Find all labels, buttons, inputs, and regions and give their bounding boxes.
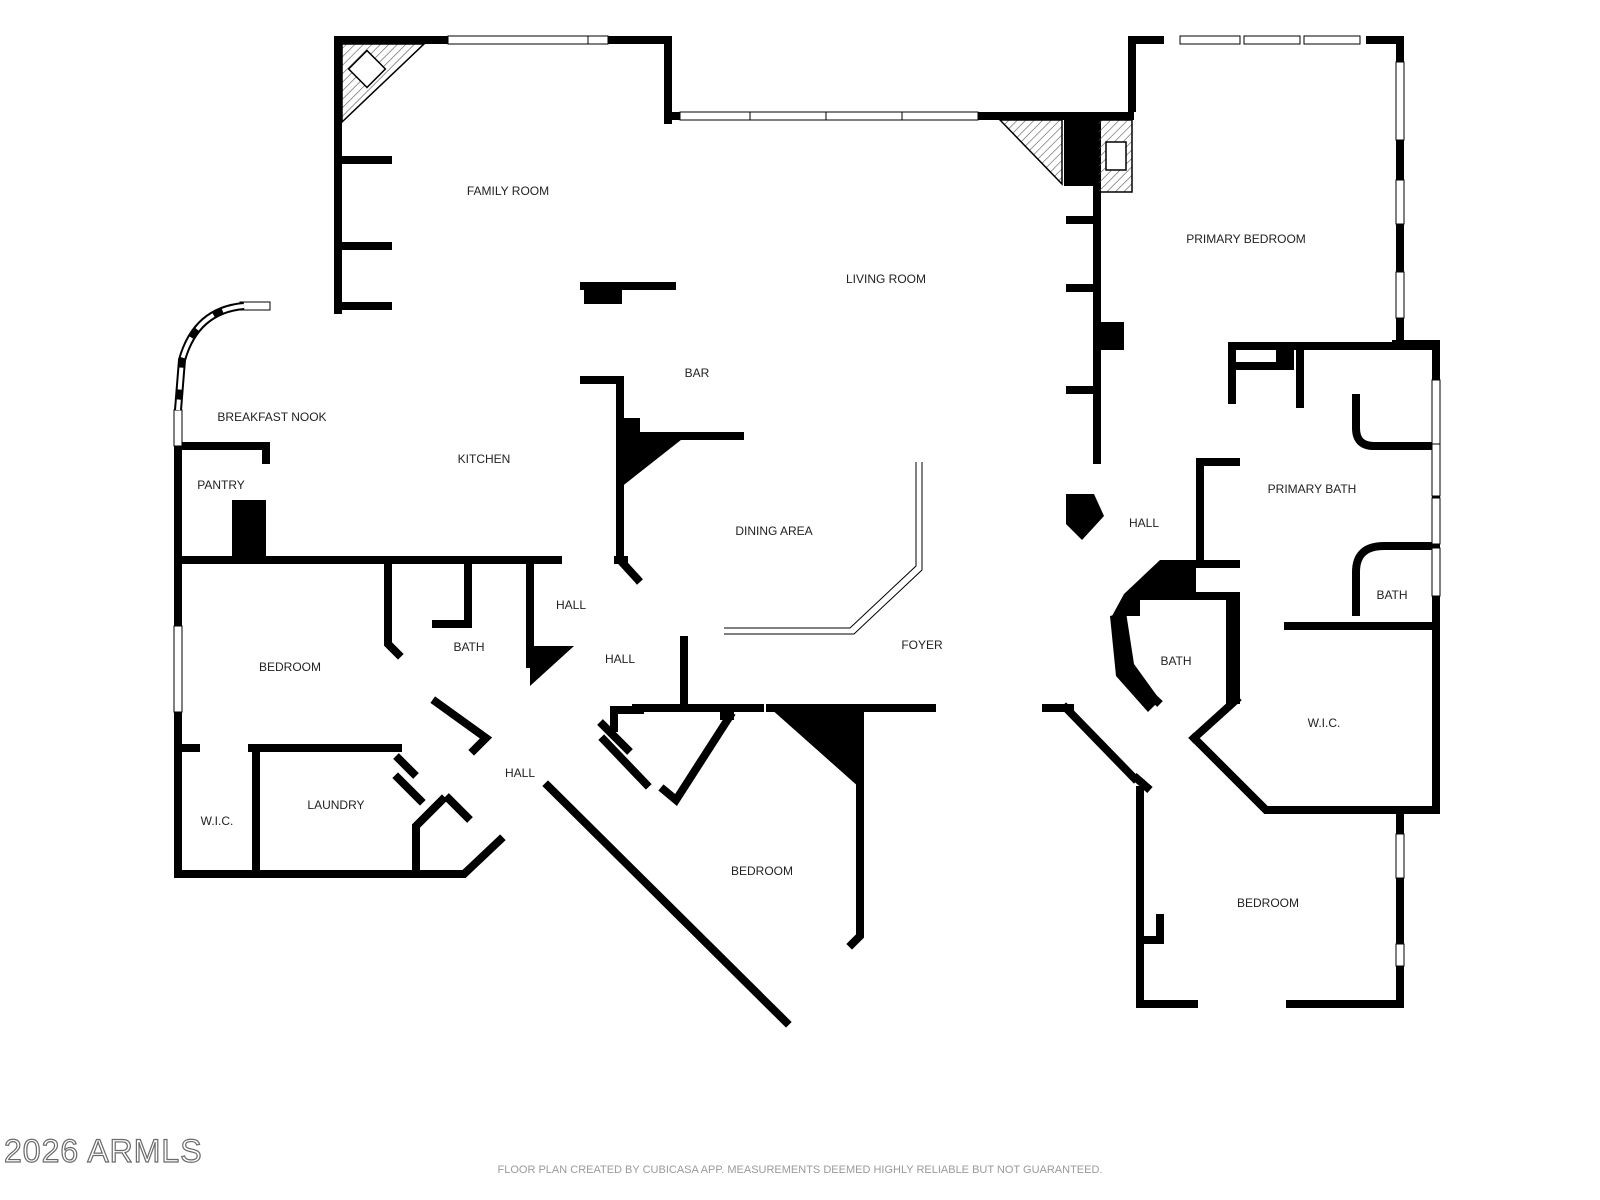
room-labels: FAMILY ROOM LIVING ROOM PRIMARY BEDROOM … (197, 184, 1407, 910)
label-primary-bedroom: PRIMARY BEDROOM (1186, 232, 1306, 246)
fireplace-living-room (998, 119, 1133, 193)
label-wic-left: W.I.C. (201, 814, 234, 828)
label-dining-area: DINING AREA (735, 524, 812, 538)
label-living-room: LIVING ROOM (846, 272, 926, 286)
label-hall-top: HALL (556, 598, 586, 612)
label-bedroom-left: BEDROOM (259, 660, 321, 674)
label-hall-mid: HALL (605, 652, 635, 666)
label-breakfast-nook: BREAKFAST NOOK (217, 410, 326, 424)
windows (173, 35, 1441, 967)
label-bar: BAR (685, 366, 710, 380)
watermark: 2026 ARMLS (3, 1132, 203, 1169)
label-bath-center: BATH (1160, 654, 1191, 668)
label-foyer: FOYER (901, 638, 943, 652)
bay-window (174, 302, 245, 411)
label-bedroom-right: BEDROOM (1237, 896, 1299, 910)
label-pantry: PANTRY (197, 478, 245, 492)
label-wic-right: W.I.C. (1308, 716, 1341, 730)
wall-blocks (232, 116, 1294, 788)
angled-walls (393, 557, 1163, 823)
label-bath-left: BATH (453, 640, 484, 654)
label-bedroom-center: BEDROOM (731, 864, 793, 878)
fireplace-family-room (341, 43, 426, 124)
label-primary-bath: PRIMARY BATH (1268, 482, 1357, 496)
label-bath-right-small: BATH (1376, 588, 1407, 602)
label-laundry: LAUNDRY (307, 798, 364, 812)
dining-railing (724, 462, 923, 635)
label-hall-lower: HALL (505, 766, 535, 780)
footer-disclaimer: FLOOR PLAN CREATED BY CUBICASA APP. MEAS… (497, 1164, 1103, 1176)
label-family-room: FAMILY ROOM (467, 184, 549, 198)
label-kitchen: KITCHEN (458, 452, 511, 466)
label-hall-right: HALL (1129, 516, 1159, 530)
